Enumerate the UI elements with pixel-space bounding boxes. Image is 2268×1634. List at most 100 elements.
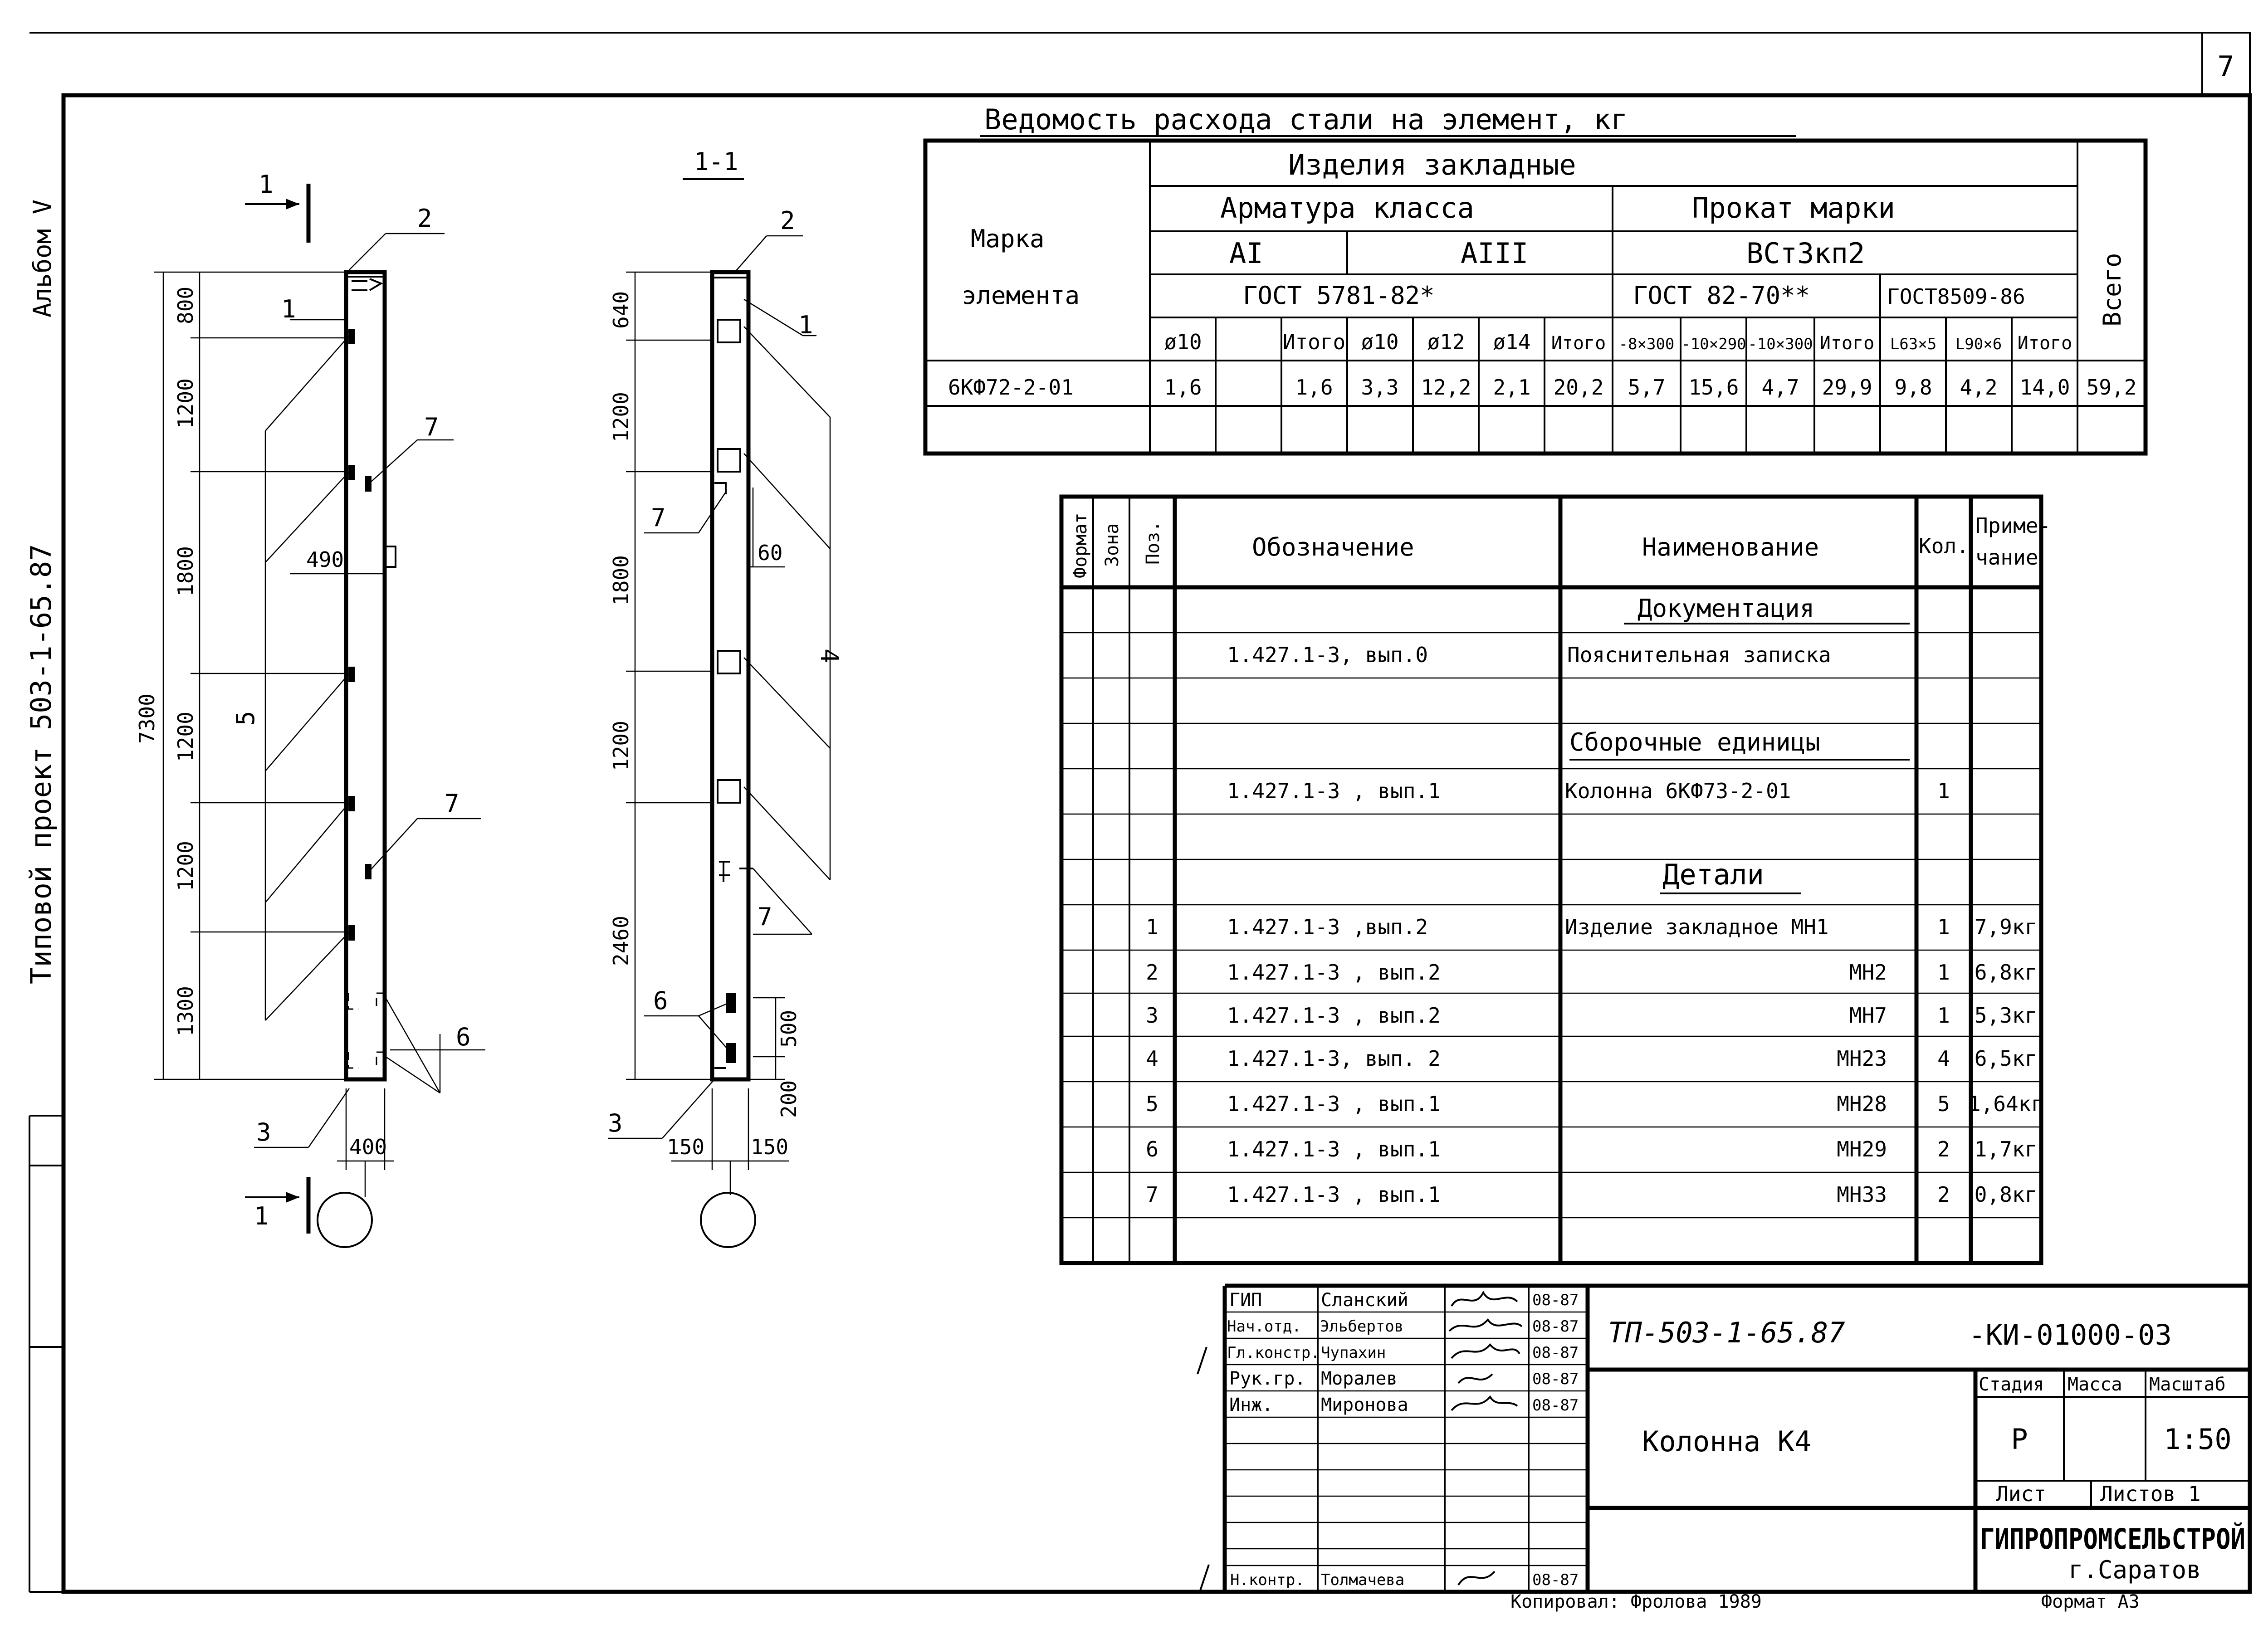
steel-h-12: L90×6 xyxy=(1955,335,2002,353)
detail-2-designation: 1.427.1-3 , вып.2 xyxy=(1227,960,1441,985)
dim-1300: 1300 xyxy=(173,986,198,1036)
org-city: г.Саратов xyxy=(2068,1556,2201,1584)
detail-5-note: 1,64кг xyxy=(1968,1092,2043,1116)
steel-h-6: Итого xyxy=(1551,333,1606,354)
spec-h-zone: Зона xyxy=(1102,523,1123,567)
steel-v-8: 15,6 xyxy=(1689,375,1739,400)
steel-class-a3: АIII xyxy=(1461,237,1528,270)
detail-1-designation: 1.427.1-3 ,вып.2 xyxy=(1227,915,1428,939)
spec-h-designation: Обозначение xyxy=(1252,533,1414,561)
dim-500: 500 xyxy=(777,1010,801,1048)
steel-v-10: 29,9 xyxy=(1822,375,1872,400)
copied-by: Копировал: Фролова 1989 xyxy=(1510,1591,1762,1612)
steel-col-mark-2: элемента xyxy=(962,281,1080,310)
dim-150-b: 150 xyxy=(751,1135,788,1159)
spec-h-format: Формат xyxy=(1070,513,1091,579)
detail-6-name: МН29 xyxy=(1837,1137,1887,1161)
steel-data-row: 6КФ72-2-01 1,6 1,6 3,3 12,2 2,1 20,2 5,7… xyxy=(948,375,2136,400)
right-dimensions xyxy=(626,271,789,1248)
spec-section-details: Детали xyxy=(1662,858,1764,891)
spec-h-pos: Поз. xyxy=(1143,521,1163,565)
sig-3-date: 08-87 xyxy=(1532,1344,1579,1362)
steel-v-12: 4,2 xyxy=(1960,375,1997,400)
dim-60: 60 xyxy=(758,541,782,565)
detail-1-note: 7,9кг xyxy=(1975,915,2037,939)
sig-4-date: 08-87 xyxy=(1532,1370,1579,1388)
steel-v-3: 3,3 xyxy=(1361,375,1398,400)
sig-4-role: Рук.гр. xyxy=(1229,1368,1306,1389)
scale-label: Масштаб xyxy=(2149,1374,2226,1395)
sig-1-name: Сланский xyxy=(1321,1290,1408,1311)
detail-6-qty: 2 xyxy=(1937,1137,1950,1161)
steel-table-title: Ведомость расхода стали на элемент, кг xyxy=(984,103,1628,136)
detail-3-qty: 1 xyxy=(1937,1003,1950,1028)
dim-1800: 1800 xyxy=(173,546,198,596)
paper-format: Формат А3 xyxy=(2041,1591,2140,1612)
pos-right-7b: 7 xyxy=(758,902,772,931)
right-view-leaders xyxy=(608,235,831,1139)
steel-col-mark-1: Марка xyxy=(971,224,1045,253)
side-project-label: Типовой проект 503-1-65.87 xyxy=(24,544,58,984)
sig-2-role: Нач.отд. xyxy=(1227,1317,1301,1336)
steel-grade: ВСт3кп2 xyxy=(1746,237,1865,270)
pos-left-6: 6 xyxy=(456,1023,471,1051)
section-mark-top: 1 xyxy=(259,170,274,199)
steel-h-9: -10×300 xyxy=(1748,335,1813,353)
detail-2-name: МН2 xyxy=(1849,960,1887,985)
steel-h-11: L63×5 xyxy=(1890,335,1936,353)
sig-2-date: 08-87 xyxy=(1532,1317,1579,1336)
pos-right-7a: 7 xyxy=(651,503,666,532)
column-section xyxy=(710,270,753,1082)
pos-right-6: 6 xyxy=(653,986,668,1015)
dim-800: 800 xyxy=(173,287,198,324)
sheets-label: Листов 1 xyxy=(2100,1482,2201,1506)
signatures-graphics xyxy=(1197,1290,1523,1592)
steel-gost-8509: ГОСТ8509-86 xyxy=(1887,284,2025,309)
steel-group: Изделия закладные xyxy=(1288,148,1576,181)
pos-left-7b: 7 xyxy=(445,789,459,818)
detail-6-pos: 6 xyxy=(1146,1137,1158,1161)
sheet-number: 7 xyxy=(2217,50,2234,83)
view-label: 1-1 xyxy=(694,147,738,176)
spec-h-qty: Кол. xyxy=(1919,534,1969,558)
steel-h-0: ø10 xyxy=(1164,330,1202,354)
scale-value: 1:50 xyxy=(2164,1423,2231,1456)
dim-1200-b: 1200 xyxy=(173,712,198,762)
detail-7-note: 0,8кг xyxy=(1975,1182,2037,1207)
doc-code: -КИ-01000-03 xyxy=(1969,1318,2172,1351)
detail-5-pos: 5 xyxy=(1146,1092,1158,1116)
title-block xyxy=(1222,1283,2250,1592)
sig-1-role: ГИП xyxy=(1229,1290,1262,1311)
detail-7-pos: 7 xyxy=(1146,1182,1158,1207)
steel-v-9: 4,7 xyxy=(1761,375,1799,400)
steel-v-2: 1,6 xyxy=(1295,375,1333,400)
left-dimensions xyxy=(154,271,394,1248)
ncontrol-name: Толмачева xyxy=(1321,1571,1404,1589)
sig-2-name: Эльбертов xyxy=(1320,1317,1403,1336)
dim-r-1200-b: 1200 xyxy=(609,721,633,771)
steel-h-5: ø14 xyxy=(1493,330,1530,354)
doc-title: Колонна К4 xyxy=(1642,1425,1811,1458)
sig-3-name: Чупахин xyxy=(1321,1344,1386,1362)
spec-unit-designation: 1.427.1-3 , вып.1 xyxy=(1227,779,1441,803)
left-view-leaders xyxy=(254,233,485,1148)
steel-header-cells: ø10 Итого ø10 ø12 ø14 Итого -8×300 -10×2… xyxy=(1164,330,2072,354)
steel-h-8: -10×290 xyxy=(1681,335,1746,353)
spec-doc-designation: 1.427.1-3, вып.0 xyxy=(1227,643,1428,667)
detail-3-pos: 3 xyxy=(1146,1003,1158,1028)
steel-v-11: 9,8 xyxy=(1894,375,1932,400)
detail-4-qty: 4 xyxy=(1937,1046,1950,1071)
stage-value: Р xyxy=(2011,1423,2028,1456)
sig-1-date: 08-87 xyxy=(1532,1291,1579,1309)
steel-row-mark: 6КФ72-2-01 xyxy=(948,375,1074,400)
sig-4-name: Моралев xyxy=(1321,1368,1398,1389)
detail-4-pos: 4 xyxy=(1146,1046,1158,1071)
detail-1-qty: 1 xyxy=(1937,915,1950,939)
sig-5-name: Миронова xyxy=(1321,1395,1408,1415)
steel-armatura: Арматура класса xyxy=(1220,191,1474,224)
sig-5-date: 08-87 xyxy=(1532,1396,1579,1415)
pos-left-7a: 7 xyxy=(424,413,439,441)
detail-5-designation: 1.427.1-3 , вып.1 xyxy=(1227,1092,1441,1116)
pos-left-3: 3 xyxy=(256,1118,271,1146)
steel-v-0: 1,6 xyxy=(1164,375,1202,400)
